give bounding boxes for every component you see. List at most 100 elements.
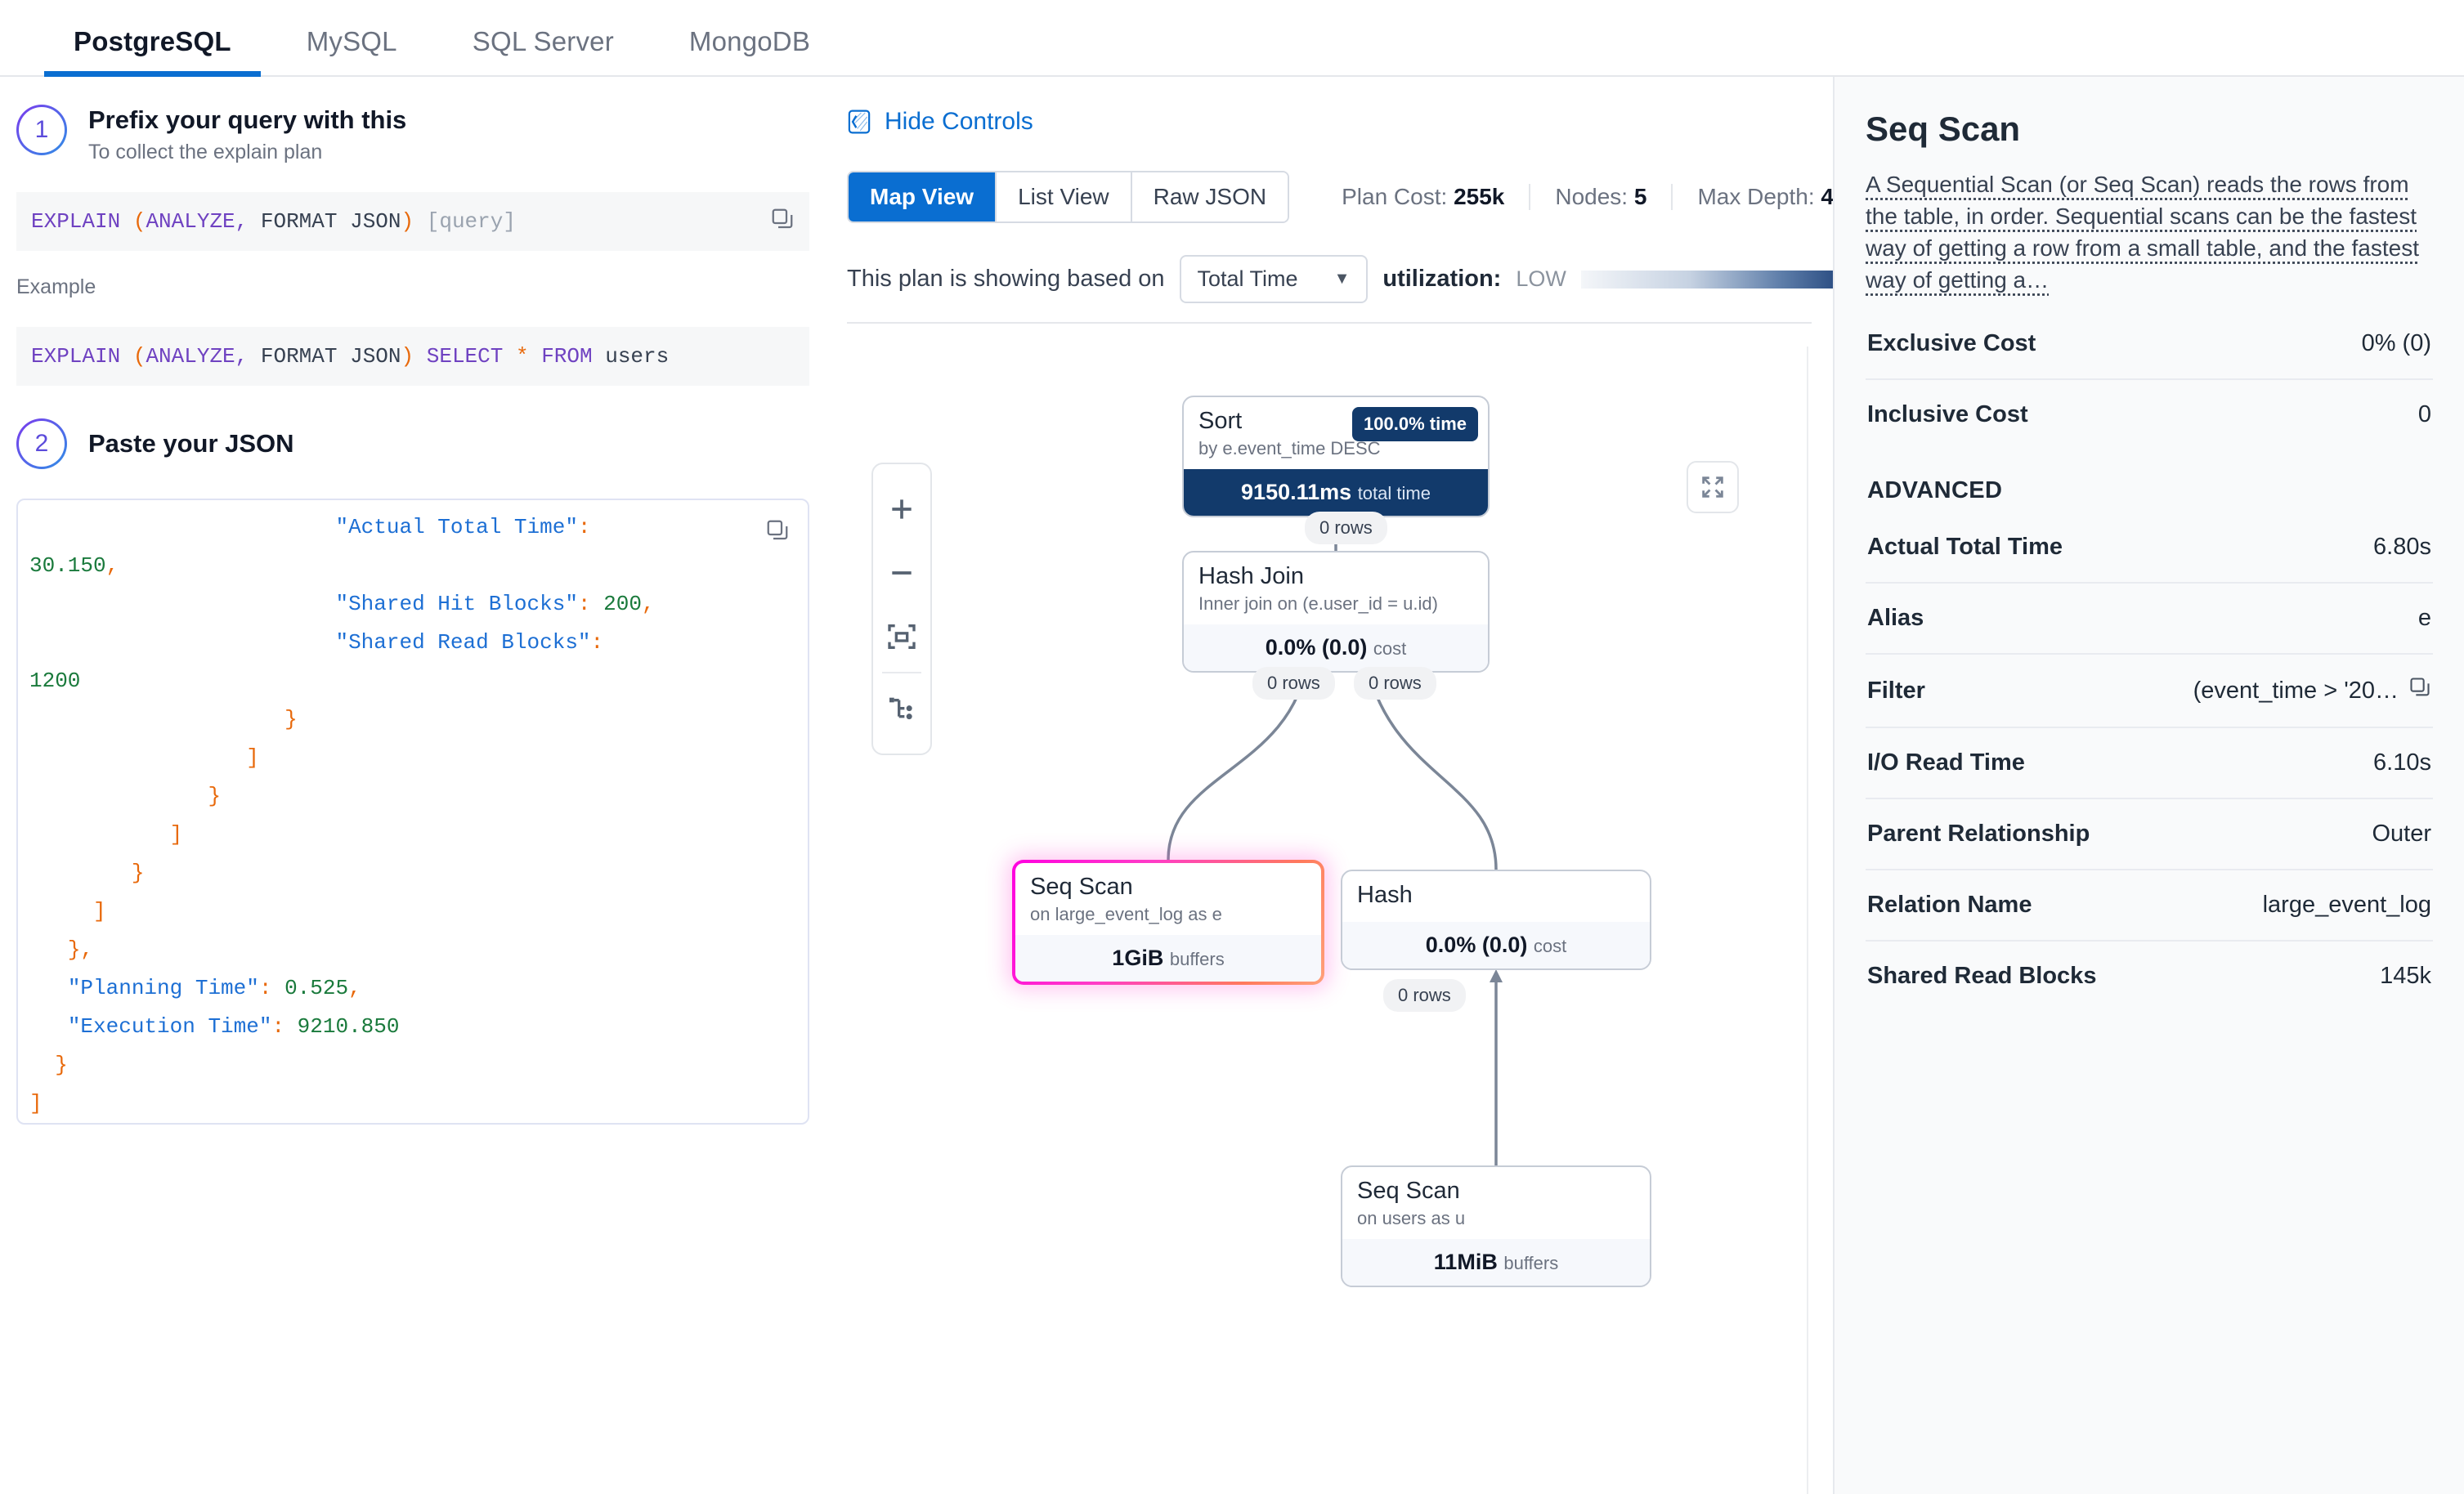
plan-node-hash-join-title: Hash Join (1198, 563, 1304, 589)
plan-node-seq-scan-events[interactable]: Seq Scan on large_event_log as e 1GiB bu… (1012, 860, 1324, 985)
example-keyword-format-json: FORMAT JSON (260, 344, 401, 369)
plan-node-hash-join-metric: 0.0% (0.0) cost (1184, 624, 1488, 672)
plan-node-hash-join-head: Hash Join Inner join on (e.user_id = u.i… (1184, 552, 1488, 624)
plan-node-hash-join[interactable]: Hash Join Inner join on (e.user_id = u.i… (1182, 551, 1490, 673)
step-one-number: 1 (16, 105, 67, 155)
plan-node-seq-scan-users[interactable]: Seq Scan on users as u 11MiB buffers (1341, 1165, 1651, 1288)
fit-to-screen-icon[interactable] (871, 605, 932, 669)
step-two: 2 Paste your JSON (16, 418, 809, 469)
stat-plan-cost-label: Plan Cost: (1342, 184, 1448, 209)
collapse-left-icon (848, 110, 871, 134)
detail-row-alias: Alias e (1866, 584, 2433, 655)
basis-select[interactable]: Total Time ▼ (1179, 255, 1369, 303)
detail-row-shared-read-blocks-key: Shared Read Blocks (1867, 963, 2097, 989)
tab-mysql-label: MySQL (306, 26, 397, 56)
plan-node-seq-scan-events-head: Seq Scan on large_event_log as e (1015, 863, 1321, 935)
detail-row-io-read-time-value: 6.10s (2373, 749, 2431, 776)
raw-json-button[interactable]: Raw JSON (1131, 172, 1288, 221)
tab-sqlserver[interactable]: SQL Server (435, 26, 652, 75)
tab-postgresql[interactable]: PostgreSQL (36, 26, 269, 77)
stat-plan-cost-value: 255k (1454, 184, 1505, 209)
detail-row-alias-key: Alias (1867, 605, 1924, 631)
detail-row-filter-key: Filter (1867, 677, 1925, 704)
plan-node-seq-scan-users-metric: 11MiB buffers (1342, 1239, 1650, 1286)
detail-row-parent-relationship-value: Outer (2372, 821, 2431, 847)
code-paren-open: ( (132, 209, 146, 235)
plan-node-sort[interactable]: Sort by e.event_time DESC 100.0% time 91… (1182, 396, 1490, 518)
basis-select-value: Total Time (1197, 266, 1298, 291)
stat-max-depth-value: 4 (1821, 184, 1834, 209)
edge-label-rows-4: 0 rows (1383, 979, 1466, 1012)
detail-row-shared-read-blocks: Shared Read Blocks 145k (1866, 942, 2433, 1011)
code-keyword-analyze: ANALYZE, (146, 209, 249, 235)
stat-nodes: Nodes: 5 (1530, 184, 1673, 210)
plan-node-seq-scan-users-title: Seq Scan (1357, 1178, 1460, 1204)
example-label: Example (16, 275, 96, 299)
json-paste-textarea[interactable]: "Actual Total Time":30.150, "Shared Hit … (16, 499, 809, 1125)
detail-row-parent-relationship: Parent Relationship Outer (1866, 799, 2433, 870)
stat-plan-cost: Plan Cost: 255k (1317, 184, 1531, 210)
stat-nodes-value: 5 (1633, 184, 1647, 209)
detail-row-alias-value: e (2417, 605, 2431, 631)
edge-label-rows-3: 0 rows (1354, 667, 1436, 700)
code-keyword-explain: EXPLAIN (31, 209, 121, 235)
instructions-panel: 1 Prefix your query with this To collect… (0, 77, 826, 1494)
detail-title: Seq Scan (1866, 110, 2021, 148)
plan-node-hash-join-subtitle: Inner join on (e.user_id = u.id) (1198, 593, 1438, 615)
detail-row-inclusive-cost-key: Inclusive Cost (1867, 401, 2028, 427)
detail-row-inclusive-cost: Inclusive Cost 0 (1866, 380, 2433, 450)
plan-node-hash[interactable]: Hash 0.0% (0.0) cost (1341, 870, 1651, 971)
plan-node-seq-scan-users-metric-unit: buffers (1503, 1253, 1559, 1274)
utilization-label: utilization: (1382, 266, 1502, 292)
copy-filter-icon[interactable] (2408, 676, 2431, 705)
hide-controls-button[interactable]: Hide Controls (847, 108, 1033, 136)
tab-mysql[interactable]: MySQL (269, 26, 435, 75)
list-view-button[interactable]: List View (997, 172, 1132, 221)
example-paren-open: ( (132, 344, 146, 369)
detail-row-actual-total-time-key: Actual Total Time (1867, 534, 2063, 560)
utilization-gradient-bar (1580, 270, 1892, 289)
example-paren-close: ) (401, 344, 414, 369)
controls-divider (847, 322, 1812, 324)
tree-layout-icon[interactable] (871, 677, 932, 740)
database-tab-bar: PostgreSQL MySQL SQL Server MongoDB (0, 0, 2464, 77)
stat-max-depth: Max Depth: 4 (1673, 184, 1834, 210)
copy-icon[interactable] (770, 207, 795, 238)
plan-node-hash-title: Hash (1357, 882, 1413, 908)
map-view-button[interactable]: Map View (849, 172, 997, 221)
plan-node-hash-metric-value: 0.0% (0.0) (1425, 933, 1528, 958)
zoom-out-icon[interactable] (871, 541, 932, 605)
example-keyword-from: FROM (541, 344, 593, 369)
chevron-down-icon: ▼ (1333, 270, 1351, 288)
step-one-subtitle: To collect the explain plan (88, 141, 323, 164)
detail-row-exclusive-cost: Exclusive Cost 0% (0) (1866, 309, 2433, 380)
detail-row-io-read-time-key: I/O Read Time (1867, 749, 2025, 776)
detail-row-io-read-time: I/O Read Time 6.10s (1866, 728, 2433, 799)
detail-description: A Sequential Scan (or Seq Scan) reads th… (1866, 172, 2420, 293)
plan-node-seq-scan-events-title: Seq Scan (1030, 874, 1133, 900)
example-code-block: EXPLAIN (ANALYZE, FORMAT JSON) SELECT * … (16, 327, 809, 387)
plan-node-sort-metric-unit: total time (1357, 483, 1431, 504)
copy-json-icon[interactable] (765, 518, 790, 557)
step-one: 1 Prefix your query with this To collect… (16, 105, 809, 164)
plan-node-sort-metric: 9150.11ms total time (1184, 469, 1488, 517)
plan-node-hash-metric: 0.0% (0.0) cost (1342, 922, 1650, 969)
fullscreen-button[interactable] (1687, 461, 1739, 513)
hide-controls-label: Hide Controls (885, 108, 1033, 135)
zoom-in-icon[interactable] (871, 477, 932, 541)
detail-row-relation-name: Relation Name large_event_log (1866, 870, 2433, 942)
node-detail-panel: Seq Scan A Sequential Scan (or Seq Scan)… (1833, 77, 2464, 1494)
detail-row-exclusive-cost-key: Exclusive Cost (1867, 330, 2036, 356)
example-table-name: users (605, 344, 670, 369)
plan-node-seq-scan-events-subtitle: on large_event_log as e (1030, 904, 1222, 925)
step-one-title: Prefix your query with this (88, 105, 407, 134)
legend-low-label: LOW (1516, 266, 1566, 291)
view-mode-switch: Map View List View Raw JSON (847, 171, 1290, 223)
tab-mongodb[interactable]: MongoDB (652, 26, 848, 75)
tab-mongodb-label: MongoDB (688, 26, 811, 56)
plan-node-seq-scan-users-head: Seq Scan on users as u (1342, 1167, 1650, 1239)
plan-graph-canvas[interactable]: Sort by e.event_time DESC 100.0% time 91… (834, 347, 1807, 1494)
json-content: "Actual Total Time":30.150, "Shared Hit … (29, 515, 655, 1116)
step-two-title: Paste your JSON (88, 429, 294, 458)
example-keyword-analyze: ANALYZE, (146, 344, 249, 369)
